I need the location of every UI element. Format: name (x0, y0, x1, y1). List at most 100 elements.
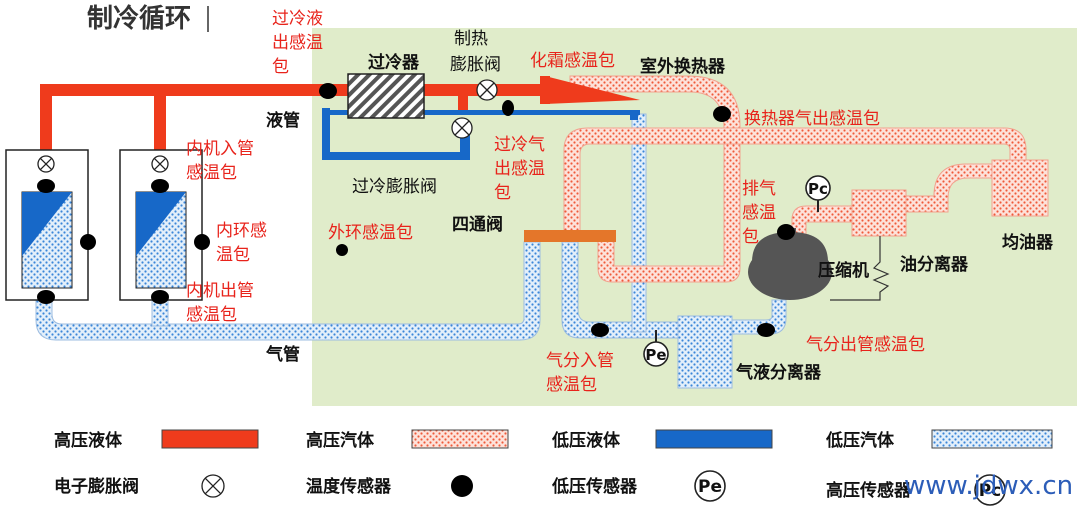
legend: 高压液体 高压汽体 低压液体 低压汽体 电子膨胀阀 温度传感器 低压传感器 Pe… (54, 429, 1053, 506)
legend-pc-icon (974, 474, 1006, 506)
defrost-cone-base (540, 76, 550, 104)
legend-pe-icon (694, 470, 726, 502)
compressor-label: 压缩机 (818, 260, 869, 281)
hx-gas-out-sensor-label: 换热器气出感温包 (744, 109, 880, 129)
red-sensor-labels: 过冷液 出感温 包 化霜感温包 换热器气出感温包 内机入管 感温包 过冷气 出感… (186, 9, 925, 395)
accum-out-label: 气分出管感温包 (806, 335, 925, 355)
subcool-gas-label-2: 出感温 (494, 159, 545, 179)
indoor-2-exv-icon (151, 155, 169, 173)
indoor-in-sensor-label-1: 内机入管 (186, 139, 254, 159)
heating-exv-label-2: 膨胀阀 (450, 55, 501, 75)
indoor-1-exv-icon (37, 155, 55, 173)
legend-exv-icon (201, 474, 225, 498)
indoor-2-liquid-drop (154, 84, 166, 150)
subcool-gas-out-line (330, 110, 640, 115)
pe-label: Pe (645, 346, 666, 364)
legend-pc-text: Pc (979, 481, 1002, 501)
pc-label: Pc (808, 180, 828, 198)
compressor (748, 228, 832, 300)
subcool-gas-label-3: 包 (494, 183, 511, 203)
indoor-loop-label-2: 温包 (216, 245, 250, 265)
watermark: www.jdwx.cn (904, 471, 1073, 501)
pc-sensor-icon (805, 175, 831, 201)
indoor-2-loop-sensor-icon (194, 234, 210, 250)
legend-temp-sensor-label: 温度传感器 (306, 476, 392, 497)
oil-return-spring (830, 236, 890, 301)
subcooled-liquid-label-2: 出感温 (272, 33, 323, 53)
outdoor-loop-sensor-icon (336, 244, 348, 256)
page-title: 制冷循环 (87, 3, 191, 34)
accum-out-sensor-icon (757, 323, 775, 337)
lp-liquid-pipes (322, 108, 640, 160)
compressor-discharge (791, 205, 853, 237)
subcooled-liquid-label-1: 过冷液 (272, 9, 323, 29)
indoor-2-in-sensor-icon (151, 179, 169, 193)
legend-pe-text: Pe (698, 477, 722, 497)
subcool-exv-icon (451, 117, 473, 139)
defrost-sensor-label: 化霜感温包 (530, 51, 615, 71)
subcool-exv-label: 过冷膨胀阀 (352, 177, 437, 197)
indoor-1-liquid-drop (40, 84, 52, 150)
legend-lp-gas-label: 低压汽体 (825, 430, 895, 451)
subcool-gas-sensor-icon (502, 100, 514, 116)
legend-temp-sensor-icon (451, 475, 473, 497)
discharge-label-3: 包 (742, 227, 759, 247)
oil-separator-label: 油分离器 (900, 254, 969, 275)
legend-lp-liquid-label: 低压液体 (551, 430, 621, 451)
liquid-pipe-label: 液管 (266, 110, 300, 131)
oil-balancer-body (991, 159, 1049, 217)
indoor-2-out-sensor-icon (151, 290, 169, 304)
defrost-cone (545, 76, 640, 104)
accum-in-label-2: 感温包 (546, 375, 597, 395)
four-way-valve (524, 230, 616, 242)
indoor-out-label-1: 内机出管 (186, 281, 254, 301)
indoor-1-loop-sensor-icon (80, 234, 96, 250)
exv-icons (37, 79, 498, 173)
discharge-label-1: 排气 (742, 179, 776, 199)
legend-lp-liquid-swatch (655, 429, 773, 449)
accumulator-body (677, 315, 733, 389)
heating-exv-icon (476, 79, 498, 101)
legend-hp-liquid-label: 高压液体 (54, 430, 123, 451)
legend-hp-gas-label: 高压汽体 (306, 430, 375, 451)
legend-hp-gas-swatch (411, 429, 509, 449)
legend-hp-liquid-swatch (161, 429, 259, 449)
indoor-1-out-sensor-icon (37, 290, 55, 304)
black-component-labels: 过冷器 制热 膨胀阀 室外换热器 液管 过冷膨胀阀 均油器 四通阀 压缩机 油分… (265, 29, 1054, 383)
legend-hp-sensor-label: 高压传感器 (826, 480, 912, 501)
pe-sensor-icon (643, 341, 669, 367)
oil-separator-body (851, 189, 907, 237)
legend-lp-gas-swatch (931, 429, 1053, 449)
discharge-label-2: 感温 (742, 203, 776, 223)
subcooled-liquid-sensor-icon (319, 83, 337, 99)
outdoor-hx-label: 室外换热器 (640, 56, 726, 77)
accumulator-label: 气液分离器 (735, 362, 822, 383)
gas-pipe-label: 气管 (265, 344, 300, 365)
accum-in-sensor-icon (591, 323, 609, 337)
temp-sensor-dots (37, 83, 795, 337)
subcooler-label: 过冷器 (368, 52, 420, 73)
legend-lp-sensor-label: 低压传感器 (551, 476, 638, 497)
subcool-gas-label-1: 过冷气 (494, 135, 545, 155)
subcooler-gas-return (631, 113, 647, 333)
subcooler-block (347, 73, 425, 119)
heating-exv-label-1: 制热 (454, 29, 488, 49)
subcool-gas-out-line-2 (630, 110, 638, 120)
legend-exv-label: 电子膨胀阀 (54, 476, 139, 497)
subcool-exv-red-riser (458, 84, 468, 112)
indoor-1-in-sensor-icon (37, 179, 55, 193)
hp-gas-pipes (563, 75, 1049, 283)
subcool-bypass-loop (322, 108, 470, 160)
four-way-label: 四通阀 (452, 214, 503, 235)
oil-balancer-label: 均油器 (1002, 232, 1054, 253)
liquid-main-line (40, 84, 546, 96)
indoor-out-label-2: 感温包 (186, 305, 237, 325)
subcooled-liquid-label-3: 包 (272, 57, 289, 77)
accum-in-label-1: 气分入管 (546, 351, 614, 371)
discharge-sensor-icon (777, 224, 795, 240)
indoor-unit-1 (5, 149, 89, 301)
indoor-loop-label-1: 内环感 (216, 221, 267, 241)
hx-gas-out-sensor-icon (713, 106, 731, 122)
outdoor-loop-label: 外环感温包 (328, 223, 413, 243)
